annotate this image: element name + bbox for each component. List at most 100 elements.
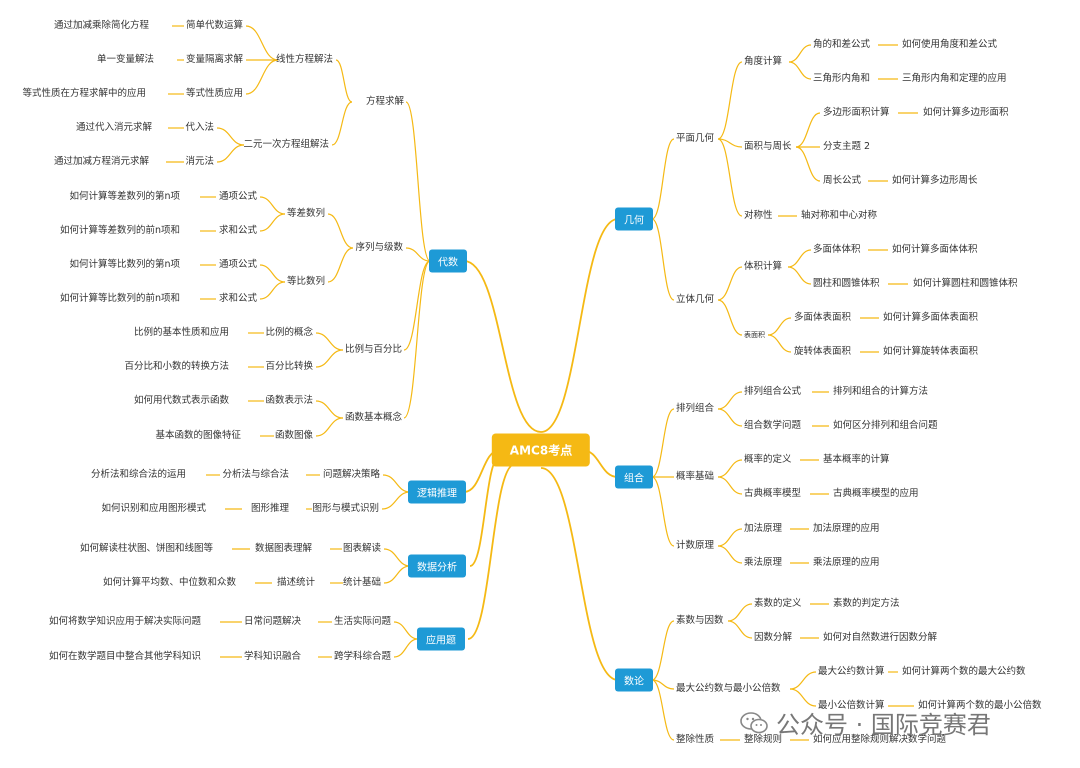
leaf-prime-def[interactable]: 素数的判定方法 xyxy=(833,598,900,609)
node-simple-algebra[interactable]: 简单代数运算 xyxy=(185,20,243,31)
node-function-repr[interactable]: 函数表示法 xyxy=(265,395,313,406)
node-sequences[interactable]: 序列与级数 xyxy=(355,242,403,253)
leaf-perimeter-formula[interactable]: 如何计算多边形周长 xyxy=(892,175,978,186)
node-linear-equation[interactable]: 线性方程解法 xyxy=(275,54,333,65)
node-polygon-area[interactable]: 多边形面积计算 xyxy=(823,107,890,118)
node-prob-def[interactable]: 概率的定义 xyxy=(744,454,792,465)
leaf-comb-problem[interactable]: 如何区分排列和组合问题 xyxy=(833,420,938,431)
leaf-polygon-area[interactable]: 如何计算多边形面积 xyxy=(923,107,1009,118)
leaf-polyhedron-surface[interactable]: 如何计算多面体表面积 xyxy=(883,312,979,323)
node-function-graph[interactable]: 函数图像 xyxy=(274,430,313,441)
leaf-var-isolation[interactable]: 单一变量解法 xyxy=(96,54,154,65)
leaf-subject-fusion[interactable]: 如何在数学题目中整合其他学科知识 xyxy=(48,651,201,662)
node-multiplication-principle[interactable]: 乘法原理 xyxy=(744,557,783,568)
leaf-geo-sum[interactable]: 如何计算等比数列的前n项和 xyxy=(59,293,180,304)
node-triangle-angle[interactable]: 三角形内角和 xyxy=(813,73,871,84)
leaf-figure-reasoning[interactable]: 如何识别和应用图形模式 xyxy=(101,503,206,514)
node-arith-sum[interactable]: 求和公式 xyxy=(218,225,257,236)
node-addition-principle[interactable]: 加法原理 xyxy=(744,523,783,534)
branch-logic[interactable]: 逻辑推理 xyxy=(408,480,466,504)
node-function-basics[interactable]: 函数基本概念 xyxy=(344,412,402,423)
branch-geometry[interactable]: 几何 xyxy=(615,207,653,231)
node-geometric[interactable]: 等比数列 xyxy=(286,276,325,287)
node-classical-prob[interactable]: 古典概率模型 xyxy=(744,488,802,499)
node-elimination[interactable]: 消元法 xyxy=(185,156,214,167)
node-polyhedron-surface[interactable]: 多面体表面积 xyxy=(794,312,852,323)
node-primes-factors[interactable]: 素数与因数 xyxy=(676,615,724,626)
node-angle-sum-diff[interactable]: 角的和差公式 xyxy=(813,39,871,50)
node-symmetry[interactable]: 对称性 xyxy=(744,210,773,221)
node-gcd-calc[interactable]: 最大公约数计算 xyxy=(818,666,885,677)
leaf-analysis-synthesis[interactable]: 分析法和综合法的运用 xyxy=(90,469,186,480)
node-real-life[interactable]: 生活实际问题 xyxy=(333,616,391,627)
node-plane-geometry[interactable]: 平面几何 xyxy=(676,133,715,144)
node-ratio-percent[interactable]: 比例与百分比 xyxy=(344,344,402,355)
branch-data-analysis[interactable]: 数据分析 xyxy=(408,554,466,578)
node-percent-convert[interactable]: 百分比转换 xyxy=(265,361,313,372)
node-equation-solving[interactable]: 方程求解 xyxy=(365,96,404,107)
leaf-lcm-calc[interactable]: 如何计算两个数的最小公倍数 xyxy=(918,700,1042,711)
node-probability[interactable]: 概率基础 xyxy=(676,471,715,482)
leaf-arith-sum[interactable]: 如何计算等差数列的前n项和 xyxy=(59,225,180,236)
leaf-angle-sum-diff[interactable]: 如何使用角度和差公式 xyxy=(902,39,998,50)
leaf-divisibility-rules[interactable]: 如何应用整除规则解决数学问题 xyxy=(813,734,947,745)
node-volume-calc[interactable]: 体积计算 xyxy=(744,261,783,272)
node-prime-def[interactable]: 素数的定义 xyxy=(754,598,802,609)
node-rotation-surface[interactable]: 旋转体表面积 xyxy=(794,346,852,357)
branch-combinatorics[interactable]: 组合 xyxy=(615,465,653,489)
leaf-prob-def[interactable]: 基本概率的计算 xyxy=(823,454,890,465)
node-geo-sum[interactable]: 求和公式 xyxy=(218,293,257,304)
leaf-descriptive-stat[interactable]: 如何计算平均数、中位数和众数 xyxy=(102,577,236,588)
leaf-triangle-angle[interactable]: 三角形内角和定理的应用 xyxy=(902,73,1007,84)
leaf-simple-algebra[interactable]: 通过加减乘除简化方程 xyxy=(53,20,149,31)
leaf-geo-nth[interactable]: 如何计算等比数列的第n项 xyxy=(69,259,180,270)
leaf-classical-prob[interactable]: 古典概率模型的应用 xyxy=(833,488,919,499)
node-chart-reading[interactable]: 图表解读 xyxy=(342,543,381,554)
node-arithmetic[interactable]: 等差数列 xyxy=(286,208,325,219)
branch-number-theory[interactable]: 数论 xyxy=(615,668,653,692)
node-angle-calc[interactable]: 角度计算 xyxy=(744,56,783,67)
leaf-perm-comb-formula[interactable]: 排列和组合的计算方法 xyxy=(833,386,929,397)
leaf-ratio-concept[interactable]: 比例的基本性质和应用 xyxy=(133,327,229,338)
node-polyhedron-volume[interactable]: 多面体体积 xyxy=(813,244,861,255)
node-subject-fusion[interactable]: 学科知识融合 xyxy=(243,651,301,662)
node-perm-comb-formula[interactable]: 排列组合公式 xyxy=(744,386,802,397)
leaf-cyl-cone-volume[interactable]: 如何计算圆柱和圆锥体积 xyxy=(913,278,1018,289)
node-ratio-concept[interactable]: 比例的概念 xyxy=(265,327,313,338)
leaf-addition-principle[interactable]: 加法原理的应用 xyxy=(813,523,880,534)
leaf-rotation-surface[interactable]: 如何计算旋转体表面积 xyxy=(883,346,979,357)
node-geo-general[interactable]: 通项公式 xyxy=(218,259,257,270)
leaf-factorization[interactable]: 如何对自然数进行因数分解 xyxy=(823,632,938,643)
node-stat-basics[interactable]: 统计基础 xyxy=(342,577,381,588)
node-pattern-recognition[interactable]: 图形与模式识别 xyxy=(312,503,379,514)
leaf-chart-data[interactable]: 如何解读柱状图、饼图和线图等 xyxy=(79,543,213,554)
leaf-function-repr[interactable]: 如何用代数式表示函数 xyxy=(133,395,229,406)
node-solid-geometry[interactable]: 立体几何 xyxy=(676,294,715,305)
leaf-eq-property[interactable]: 等式性质在方程求解中的应用 xyxy=(22,88,146,99)
node-substitution[interactable]: 代入法 xyxy=(185,122,214,133)
leaf-percent-convert[interactable]: 百分比和小数的转换方法 xyxy=(124,361,229,372)
leaf-gcd-calc[interactable]: 如何计算两个数的最大公约数 xyxy=(902,666,1026,677)
node-comb-problem[interactable]: 组合数学问题 xyxy=(744,420,802,431)
leaf-function-graph[interactable]: 基本函数的图像特征 xyxy=(155,430,241,441)
branch-applications[interactable]: 应用题 xyxy=(417,627,465,651)
node-counting[interactable]: 计数原理 xyxy=(676,540,715,551)
node-divisibility[interactable]: 整除性质 xyxy=(676,734,715,745)
node-cyl-cone-volume[interactable]: 圆柱和圆锥体积 xyxy=(813,278,880,289)
node-problem-strategy[interactable]: 问题解决策略 xyxy=(322,469,380,480)
node-system-two[interactable]: 二元一次方程组解法 xyxy=(243,139,329,150)
node-divisibility-rules[interactable]: 整除规则 xyxy=(744,734,783,745)
leaf-daily-problem[interactable]: 如何将数学知识应用于解决实际问题 xyxy=(48,616,201,627)
node-daily-problem[interactable]: 日常问题解决 xyxy=(243,616,301,627)
node-analysis-synthesis[interactable]: 分析法与综合法 xyxy=(222,469,289,480)
leaf-arith-nth[interactable]: 如何计算等差数列的第n项 xyxy=(69,191,180,202)
node-cross-subject[interactable]: 跨学科综合题 xyxy=(333,651,391,662)
branch-algebra[interactable]: 代数 xyxy=(429,249,467,273)
node-descriptive-stat[interactable]: 描述统计 xyxy=(276,577,315,588)
node-eq-property[interactable]: 等式性质应用 xyxy=(185,88,243,99)
node-surface-area[interactable]: 表面积 xyxy=(744,331,765,339)
node-figure-reasoning[interactable]: 图形推理 xyxy=(250,503,289,514)
node-chart-data[interactable]: 数据图表理解 xyxy=(254,543,312,554)
root-node[interactable]: AMC8考点 xyxy=(491,433,591,467)
node-area-perimeter[interactable]: 面积与周长 xyxy=(744,141,792,152)
